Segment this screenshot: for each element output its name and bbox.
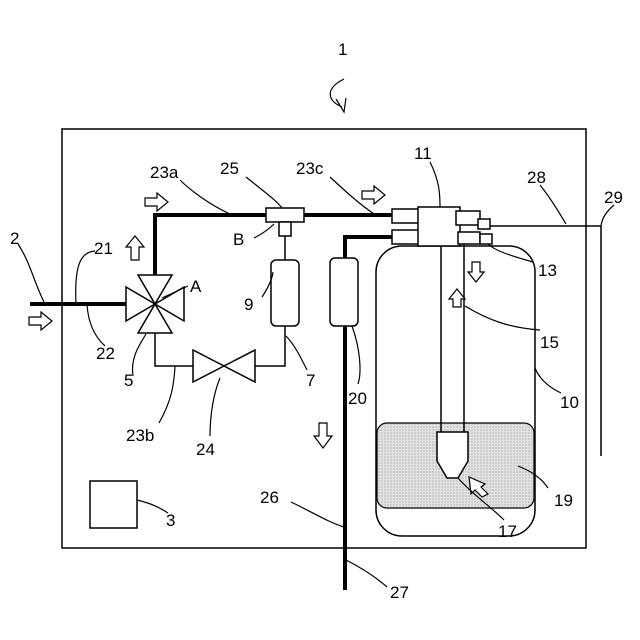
label-pipe-21: 21	[94, 239, 113, 258]
leader-23b	[159, 366, 175, 423]
label-pipe-27: 27	[390, 583, 409, 602]
arrow-outlet-down	[468, 262, 484, 282]
label-outlet-13: 13	[538, 261, 557, 280]
leader-23a	[180, 180, 230, 214]
arrow-drain-down	[314, 423, 332, 448]
arrow-system-pointer	[330, 79, 344, 107]
arrow-inlet	[29, 312, 52, 330]
component-9	[271, 260, 299, 326]
label-pipe-29: 29	[604, 188, 623, 207]
leader-5	[132, 334, 146, 376]
label-three-way-valve: 5	[124, 371, 133, 390]
pipe-23b	[155, 333, 193, 366]
leader-B	[254, 224, 274, 238]
arrow-23a-right	[145, 193, 168, 211]
arrow-23a-up	[126, 236, 144, 260]
leader-24	[210, 378, 220, 436]
label-controller: 3	[166, 511, 175, 530]
tee-25	[266, 208, 304, 222]
tee-25-stem	[279, 222, 291, 236]
line-7	[255, 326, 285, 366]
label-tank: 10	[560, 393, 579, 412]
label-pipe-22: 22	[96, 344, 115, 363]
leader-20	[352, 326, 360, 384]
label-port-b: B	[233, 230, 244, 249]
controller-box	[90, 481, 137, 528]
label-component-20: 20	[348, 389, 367, 408]
leader-25	[246, 177, 282, 208]
label-system: 1	[338, 40, 347, 59]
label-tee-25: 25	[220, 159, 239, 178]
arrow-23c-right	[362, 186, 385, 204]
component-20	[330, 258, 358, 326]
label-line-7: 7	[306, 371, 315, 390]
leader-7	[286, 336, 307, 370]
label-pipe-23b: 23b	[126, 426, 154, 445]
label-component-9: 9	[244, 295, 253, 314]
leader-22	[87, 304, 105, 346]
valve-head	[392, 207, 492, 246]
label-pipe-28: 28	[527, 168, 546, 187]
pipe-23a	[155, 215, 266, 275]
valve-24	[193, 350, 255, 382]
label-pipe-23a: 23a	[150, 163, 179, 182]
leader-21	[76, 251, 95, 304]
leader-3	[137, 500, 168, 513]
label-inlet: 2	[10, 229, 19, 248]
leader-15	[465, 306, 540, 330]
label-pipe-26: 26	[260, 488, 279, 507]
arrow-tube-up	[449, 289, 465, 307]
leader-2	[18, 244, 44, 302]
leader-11	[430, 162, 440, 207]
three-way-valve	[126, 275, 184, 333]
label-port-a: A	[190, 277, 202, 296]
leader-10	[535, 368, 561, 393]
label-liquid: 19	[554, 491, 573, 510]
leader-29	[601, 205, 614, 226]
leader-27	[346, 560, 387, 587]
leader-26	[291, 502, 344, 527]
label-nozzle-17: 17	[498, 522, 517, 541]
label-tube-15: 15	[540, 333, 559, 352]
label-head: 11	[414, 144, 432, 163]
leader-28	[540, 185, 566, 224]
label-valve-24: 24	[196, 440, 215, 459]
label-pipe-23c: 23c	[296, 159, 324, 178]
